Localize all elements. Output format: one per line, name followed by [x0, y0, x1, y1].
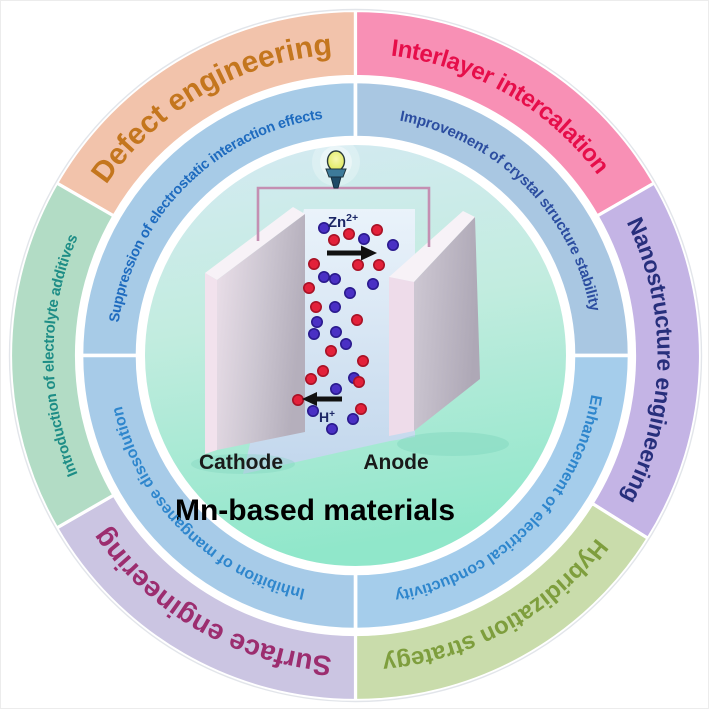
red-ion-dot [307, 257, 320, 270]
red-ion-dot [304, 372, 317, 385]
blue-ion-dot [357, 233, 370, 246]
anode-label: Anode [363, 451, 428, 474]
cathode-shadow [191, 454, 295, 474]
zn-ion-label: Zn2+ [328, 212, 358, 231]
bulb-glass [326, 150, 346, 172]
red-ion-dot [302, 281, 315, 294]
blue-ion-dot [366, 277, 379, 290]
cathode-label: Cathode [199, 451, 283, 474]
outer-ring [8, 8, 703, 703]
anode-front-face [389, 277, 414, 436]
cathode-front-face [217, 214, 305, 450]
blue-ion-dot [339, 337, 352, 350]
cathode-side-face [205, 273, 217, 454]
h-ion-base: H [319, 409, 329, 425]
anode-shadow [397, 432, 509, 456]
zn-ion-sup: 2+ [346, 212, 358, 224]
blue-ion-dot [307, 327, 320, 340]
red-ion-dot [351, 258, 364, 271]
red-ion-dot [309, 300, 322, 313]
battery-illustration: Zn2+ H+ Cathode Anode Mn-based materials [175, 138, 509, 527]
red-ion-dot [342, 228, 355, 241]
cathode-top-face [205, 207, 305, 280]
blue-ion-dot [343, 286, 356, 299]
blue-ion-dot [386, 239, 399, 252]
blue-ion-dot [306, 404, 319, 417]
red-ion-dot [291, 393, 304, 406]
h-arrow-left [302, 392, 342, 406]
red-ion-dot [352, 375, 365, 388]
bulb-socket [325, 168, 347, 178]
anode-top-face [389, 211, 475, 282]
outer-segment-introduction-electrolyte-additives [8, 181, 116, 530]
inner-ring [79, 79, 632, 632]
anode-slab [389, 211, 480, 436]
blue-ion-dot [310, 315, 323, 328]
red-ion-dot [354, 402, 367, 415]
blue-ion-dot [346, 412, 359, 425]
light-bulb-icon [312, 138, 360, 189]
blue-ion-dot [328, 272, 341, 285]
cathode-slab [205, 207, 305, 454]
red-ion-dot [372, 258, 385, 271]
anode-side-face [414, 217, 480, 431]
center-title: Mn-based materials [175, 494, 455, 527]
h-ion-label: H+ [319, 409, 335, 425]
outer-edge-ring [8, 8, 703, 703]
zn-arrow-right [327, 245, 377, 261]
h-ion-sup: + [329, 409, 335, 420]
blue-ion-dot [329, 382, 342, 395]
red-ion-dot [356, 354, 369, 367]
blue-ion-dot [328, 300, 341, 313]
zn-arrow-head [361, 245, 377, 261]
circuit-wire [256, 186, 431, 247]
red-ion-dot [324, 344, 337, 357]
red-ion-dot [350, 313, 363, 326]
red-ion-dot [316, 364, 329, 377]
blue-ion-dot [317, 222, 330, 235]
zn-ion-base: Zn [328, 214, 346, 231]
red-ion-dot [327, 234, 340, 247]
h-arrow-head [302, 392, 317, 406]
blue-ion-dot [325, 422, 338, 435]
ion-dots [291, 222, 399, 435]
blue-ion-dot [329, 325, 342, 338]
inner-segment-inhibition [79, 353, 358, 632]
bulb-stem [330, 176, 342, 189]
red-ion-dot [370, 224, 383, 237]
blue-ion-dot [317, 270, 330, 283]
